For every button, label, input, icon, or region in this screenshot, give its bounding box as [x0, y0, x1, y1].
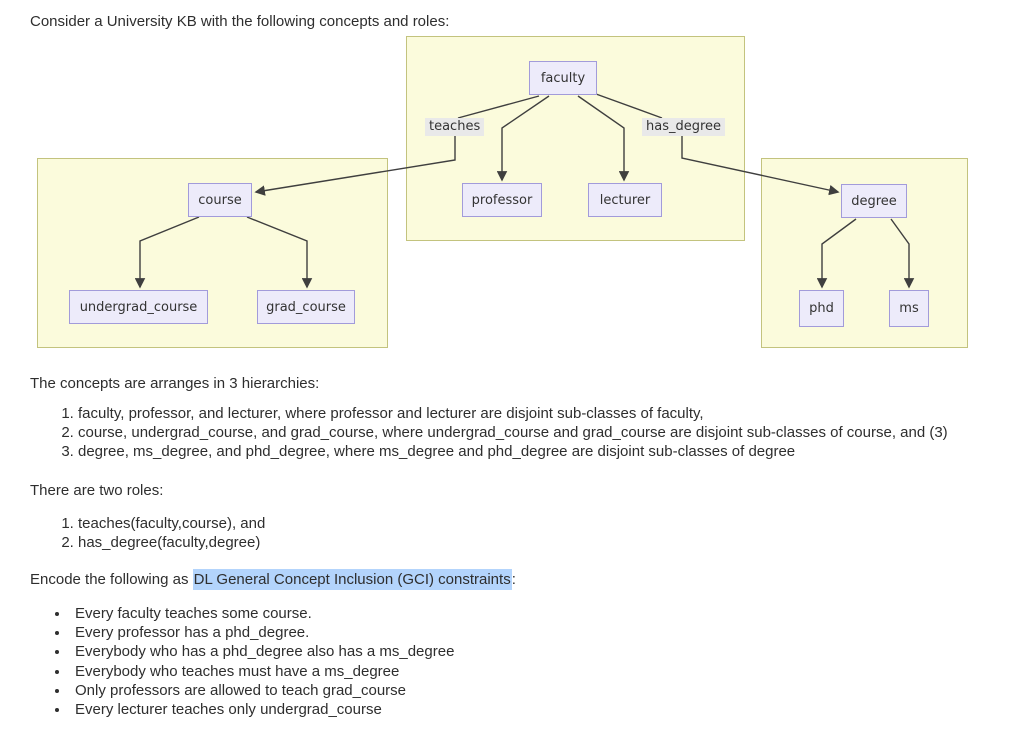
constraint-item: Every lecturer teaches only undergrad_co… [70, 700, 1016, 719]
roles-list: teaches(faculty,course), and has_degree(… [0, 514, 1024, 552]
roles-heading: There are two roles: [30, 482, 164, 499]
node-course: course [188, 183, 252, 217]
constraint-item: Every professor has a phd_degree. [70, 623, 1016, 642]
encode-prefix: Encode the following as [30, 571, 193, 588]
constraint-item: Everybody who teaches must have a ms_deg… [70, 662, 1016, 681]
node-undergrad-course: undergrad_course [69, 290, 208, 324]
role-item: teaches(faculty,course), and [78, 514, 1024, 533]
constraints-list: Every faculty teaches some course. Every… [0, 604, 1016, 719]
constraint-item: Everybody who has a phd_degree also has … [70, 642, 1016, 661]
node-lecturer: lecturer [588, 183, 662, 217]
hierarchy-item: course, undergrad_course, and grad_cours… [78, 423, 1024, 442]
hierarchies-list: faculty, professor, and lecturer, where … [0, 404, 1024, 462]
constraint-item: Only professors are allowed to teach gra… [70, 681, 1016, 700]
hierarchies-heading: The concepts are arranges in 3 hierarchi… [30, 375, 320, 392]
intro-text: Consider a University KB with the follow… [30, 13, 450, 30]
encode-highlighted-text: DL General Concept Inclusion (GCI) const… [192, 569, 512, 590]
constraint-item: Every faculty teaches some course. [70, 604, 1016, 623]
node-degree: degree [841, 184, 907, 218]
encode-instruction: Encode the following as DL General Conce… [30, 569, 516, 590]
node-ms: ms [889, 290, 929, 327]
node-phd: phd [799, 290, 844, 327]
role-label-teaches: teaches [425, 118, 485, 136]
encode-suffix: : [511, 571, 516, 588]
node-grad-course: grad_course [257, 290, 355, 324]
role-item: has_degree(faculty,degree) [78, 533, 1024, 552]
role-label-has-degree: has_degree [642, 118, 726, 136]
node-faculty: faculty [529, 61, 597, 95]
kb-concept-diagram: faculty professor lecturer course underg… [0, 0, 1024, 360]
hierarchy-item: faculty, professor, and lecturer, where … [78, 404, 1024, 423]
hierarchy-item: degree, ms_degree, and phd_degree, where… [78, 442, 1024, 461]
node-professor: professor [462, 183, 542, 217]
